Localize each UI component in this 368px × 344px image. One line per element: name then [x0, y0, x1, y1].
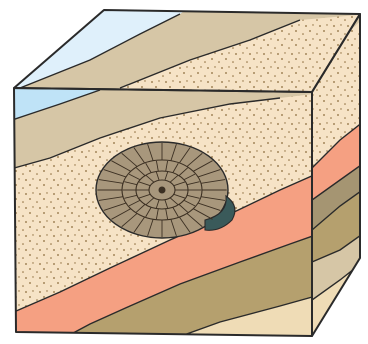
fossil-center — [159, 187, 166, 194]
